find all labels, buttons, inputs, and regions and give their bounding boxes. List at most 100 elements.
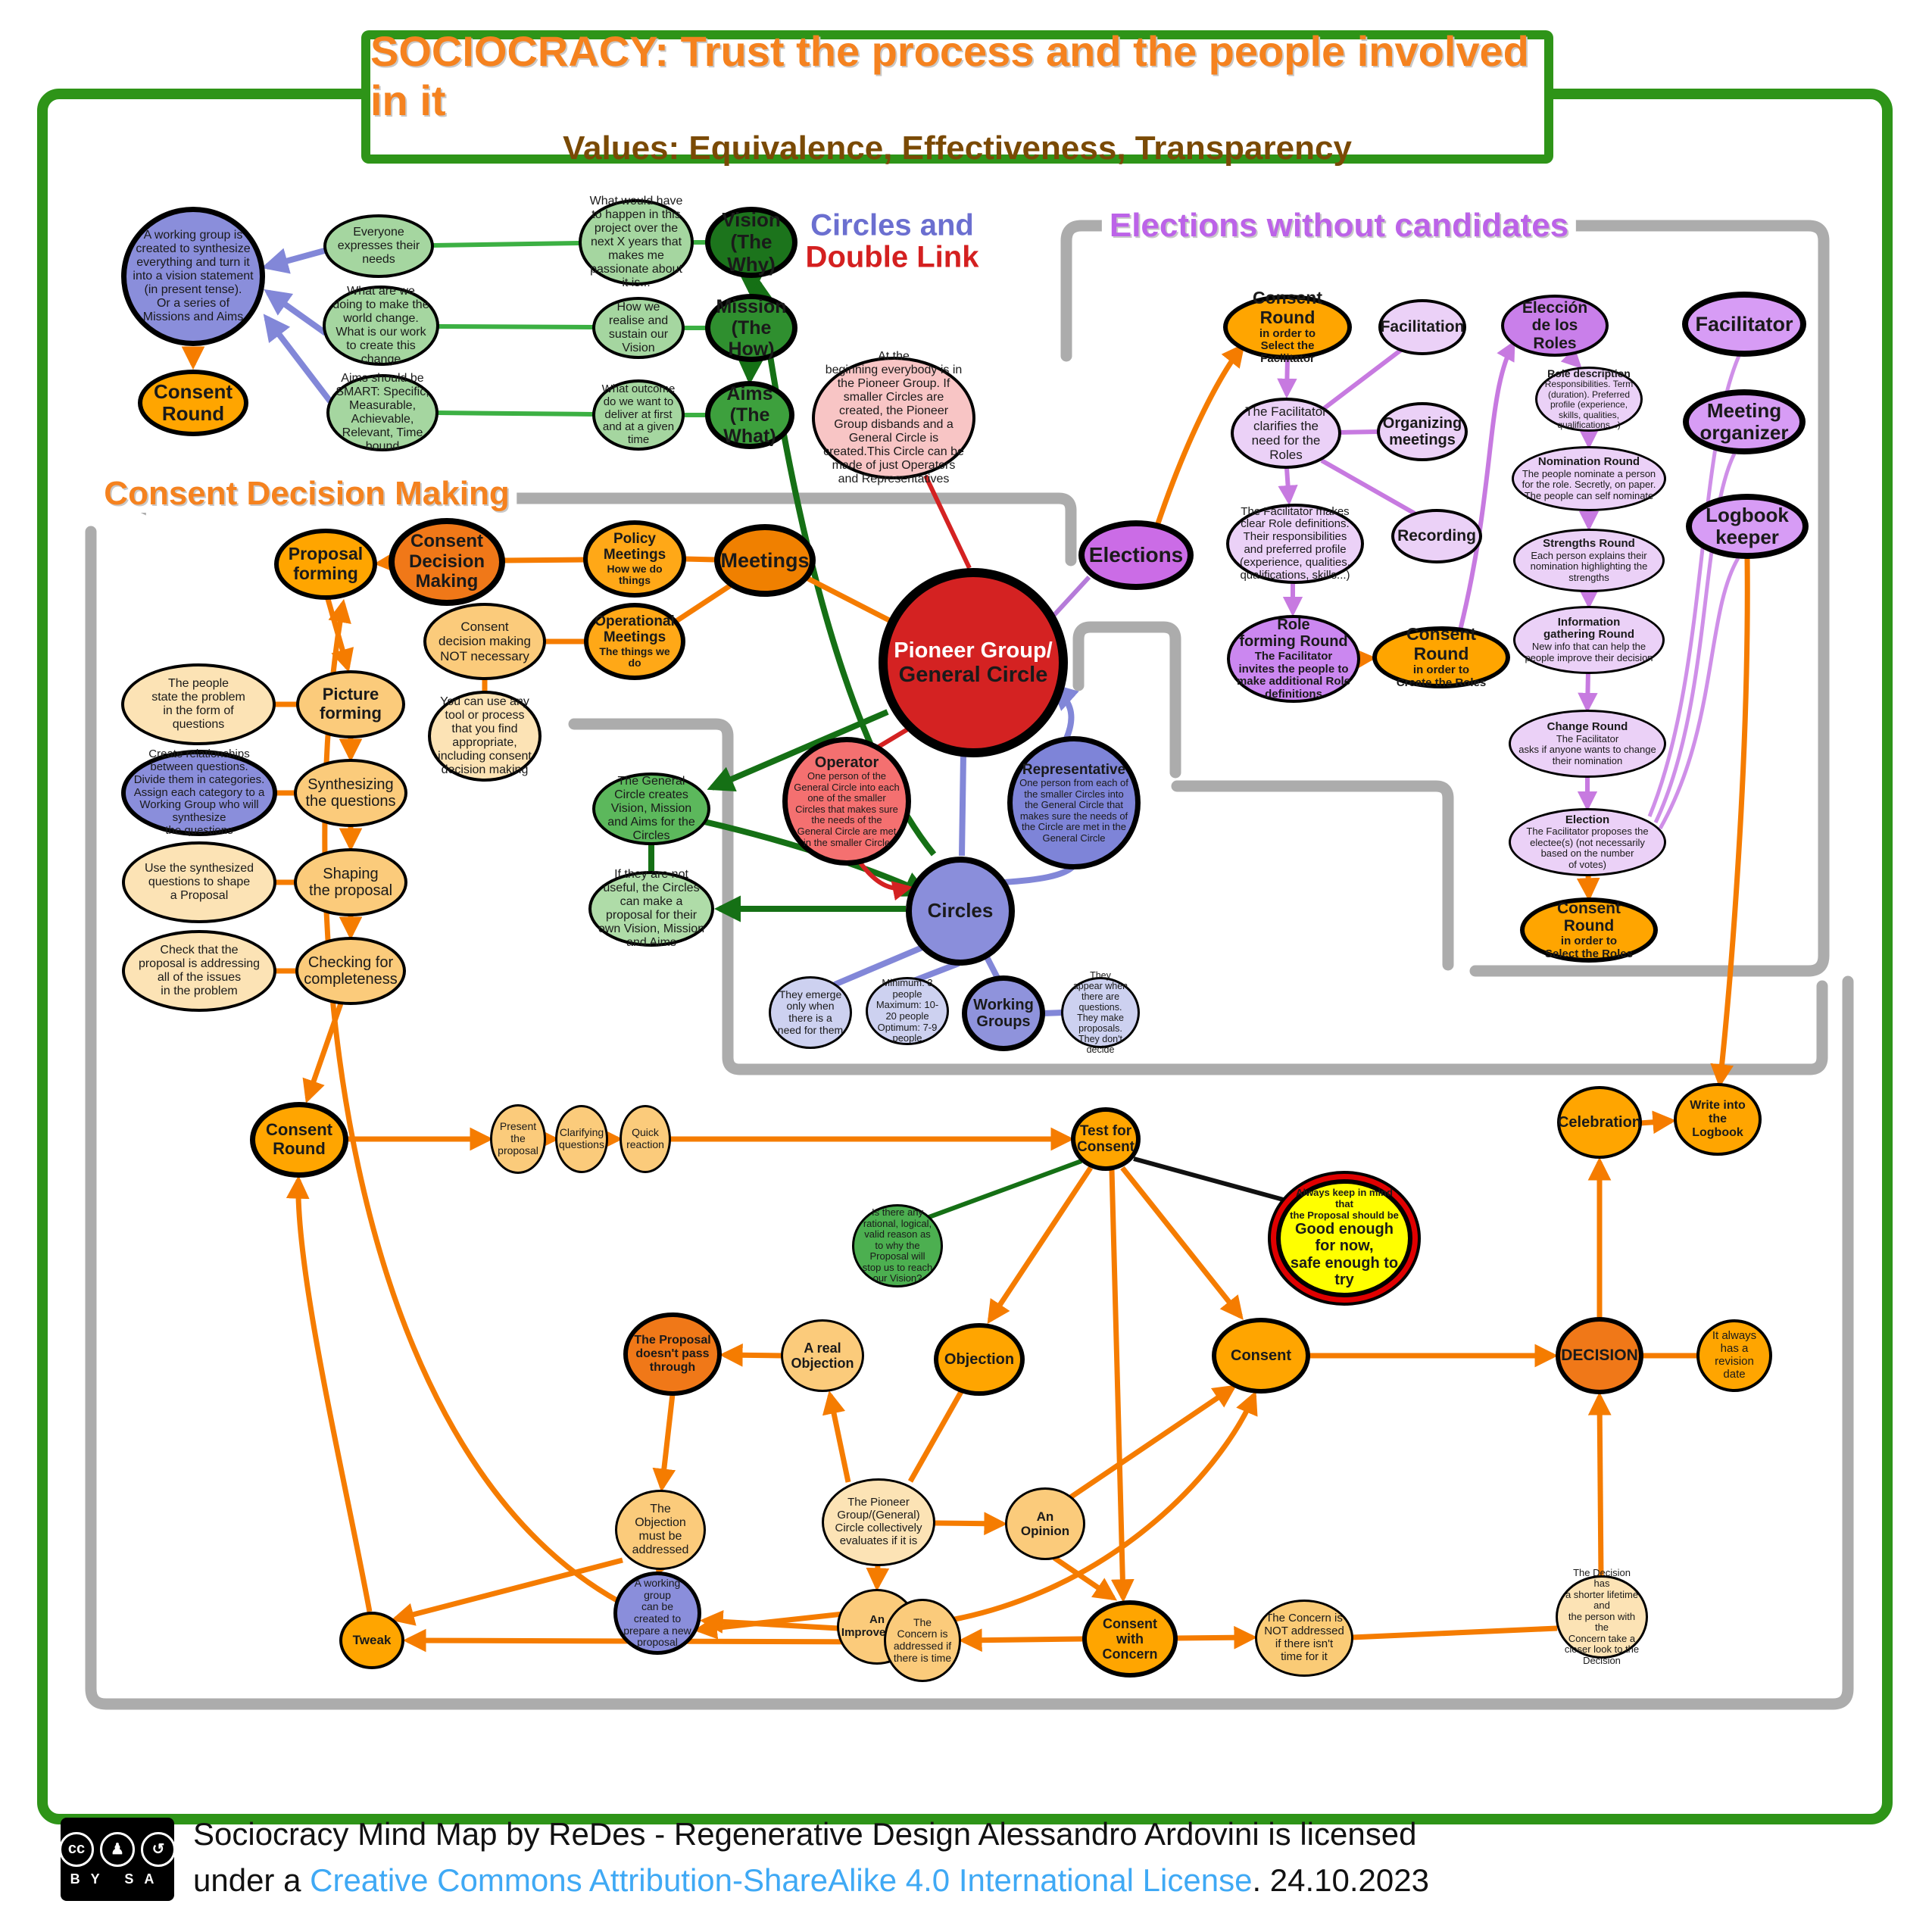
- node-test-for-consent: Test for Consent: [1071, 1107, 1141, 1171]
- node-tweak: Tweak: [339, 1612, 404, 1669]
- node-consent: Consent: [1212, 1318, 1310, 1394]
- node-eleccion-de-los-roles: Elección de los Roles: [1501, 295, 1609, 357]
- node-consent-round-1: Consent Round: [138, 370, 248, 436]
- attribution-person-icon: ♟: [100, 1831, 135, 1867]
- node-pioneer-group: Pioneer Group/General Circle: [879, 568, 1068, 757]
- node-vision: Vision(The Why): [705, 207, 797, 278]
- page-subtitle: Values: Equivalence, Effectiveness, Tran…: [563, 130, 1352, 167]
- red-connectors: [857, 474, 972, 901]
- node-you-can-use-any: You can use any tool or process that you…: [428, 691, 542, 782]
- node-consent-with-concern: Consent with Concern: [1082, 1600, 1178, 1678]
- node-cdm-not-necessary: Consent decision making NOT necessary: [423, 603, 546, 680]
- node-facilitator-clarifies: The Facilitator clarifies the need for t…: [1231, 398, 1341, 469]
- license-line2-suffix: . 24.10.2023: [1252, 1862, 1429, 1898]
- node-create-relationships: Create relationships between questions. …: [121, 748, 277, 837]
- node-celebration: Celebration: [1557, 1086, 1642, 1159]
- blue-connectors: [261, 247, 1091, 1016]
- node-if-they-are-not-useful: If they are not useful, the Circles can …: [588, 868, 714, 949]
- node-decision: DECISION: [1556, 1317, 1643, 1394]
- cc-by-sa-badge: cc ♟ ↺ BY SA: [59, 1818, 176, 1901]
- node-elections: Elections: [1078, 520, 1194, 590]
- node-picture-forming: Picture forming: [296, 670, 405, 738]
- node-general-circle-creates: The General Circle creates Vision, Missi…: [592, 772, 710, 845]
- license-line1: Sociocracy Mind Map by ReDes - Regenerat…: [193, 1816, 1417, 1852]
- node-a-real-objection: A real Objection: [781, 1319, 864, 1392]
- node-write-into-logbook: Write into the Logbook: [1674, 1083, 1762, 1156]
- purple-connectors: [1277, 340, 1741, 830]
- node-facilitator: Facilitator: [1682, 292, 1806, 357]
- share-alike-icon: ↺: [141, 1831, 176, 1867]
- node-working-group-created: A working group can be created to prepar…: [613, 1572, 701, 1655]
- node-they-emerge: They emerge only when there is a need fo…: [769, 976, 852, 1049]
- node-objection-must-be-addressed: The Objection must be addressed: [615, 1490, 706, 1570]
- node-aims-smart: Aims should be SMART: Specific, Measurab…: [326, 372, 439, 453]
- node-concern-addressed: The Concern is addressed if there is tim…: [884, 1599, 961, 1682]
- node-organizing-meetings: Organizing meetings: [1377, 402, 1468, 461]
- node-checking-completeness: Checking for completeness: [295, 937, 406, 1005]
- section-label-consent-decision-making: Consent Decision Making: [96, 475, 517, 513]
- node-an-opinion: An Opinion: [1005, 1487, 1085, 1560]
- node-concern-not-addressed: The Concern is NOT addressed if there is…: [1255, 1600, 1353, 1677]
- node-consent-round-big: Consent Round: [250, 1102, 348, 1178]
- node-proposal-doesnt-pass: The Proposal doesn't pass through: [623, 1312, 722, 1396]
- badge-tag: BY SA: [70, 1871, 165, 1887]
- node-is-there-rational: Is there any rational, logical, valid re…: [852, 1204, 943, 1287]
- node-consent-decision-making: Consent Decision Making: [389, 518, 505, 606]
- node-logbook-keeper: Logbook keeper: [1686, 494, 1809, 559]
- node-aims: Aims(The What): [705, 381, 794, 449]
- node-what-outcome: What outcome do we want to deliver at fi…: [592, 379, 685, 451]
- node-what-are-we-doing: What are we doing to make the world chan…: [323, 285, 439, 366]
- node-circles: Circles: [906, 857, 1015, 966]
- green-connectors: [432, 240, 707, 417]
- cc-icon: cc: [59, 1831, 94, 1867]
- node-it-always-revision: It always has a revision date: [1696, 1319, 1772, 1392]
- node-how-we-realise: How we realise and sustain our Vision: [592, 297, 685, 359]
- node-what-would-have: What would have to happen in this projec…: [579, 195, 694, 289]
- node-at-the-beginning: At the beginning everybody is in the Pio…: [812, 350, 975, 485]
- node-use-synthesized: Use the synthesized questions to shape a…: [122, 841, 276, 923]
- node-meeting-organizer: Meeting organizer: [1683, 389, 1806, 454]
- title-box: SOCIOCRACY: Trust the process and the pe…: [361, 27, 1553, 167]
- node-working-groups: Working Groups: [962, 975, 1045, 1051]
- node-proposal-forming: Proposal forming: [274, 529, 377, 600]
- node-check-proposal: Check that the proposal is addressing al…: [122, 930, 276, 1012]
- section-label-circles-and: Circles and: [810, 208, 974, 242]
- node-pioneer-evaluates: The Pioneer Group/(General) Circle colle…: [822, 1478, 935, 1566]
- node-facilitator-makes-clear: The Facilitator makes clear Role definit…: [1226, 504, 1364, 584]
- node-meetings: Meetings: [714, 524, 816, 597]
- node-objection: Objection: [934, 1323, 1025, 1396]
- node-working-group-vision: A working group is created to synthesize…: [121, 207, 265, 346]
- license-link[interactable]: Creative Commons Attribution-ShareAlike …: [310, 1862, 1253, 1898]
- node-decision-shorter-lifetime: The Decision has a shorter lifetime and …: [1556, 1567, 1648, 1666]
- node-min-max-optimum: Minimum: 3 people Maximum: 10-20 people …: [866, 977, 949, 1045]
- section-label-elections: Elections without candidates: [1101, 207, 1577, 245]
- node-quick-reaction: Quick reaction: [620, 1105, 671, 1173]
- node-present-proposal: Present the proposal: [490, 1104, 546, 1174]
- section-label-double-link: Double Link: [805, 240, 979, 274]
- license-line2-prefix: under a: [193, 1862, 311, 1898]
- node-good-enough: Always keep in mind that the Proposal sh…: [1276, 1179, 1412, 1297]
- node-synthesizing-questions: Synthesizing the questions: [294, 759, 407, 827]
- orange-connectors: [181, 343, 1750, 1653]
- node-people-state-problem: The people state the problem in the form…: [121, 663, 276, 745]
- page-title: SOCIOCRACY: Trust the process and the pe…: [370, 27, 1529, 124]
- license-footer: cc ♟ ↺ BY SA Sociocracy Mind Map by ReDe…: [59, 1812, 1878, 1904]
- node-everyone-expresses: Everyone expresses their needs: [323, 214, 434, 278]
- black-connector: [1133, 1156, 1287, 1203]
- node-recording: Recording: [1391, 509, 1482, 563]
